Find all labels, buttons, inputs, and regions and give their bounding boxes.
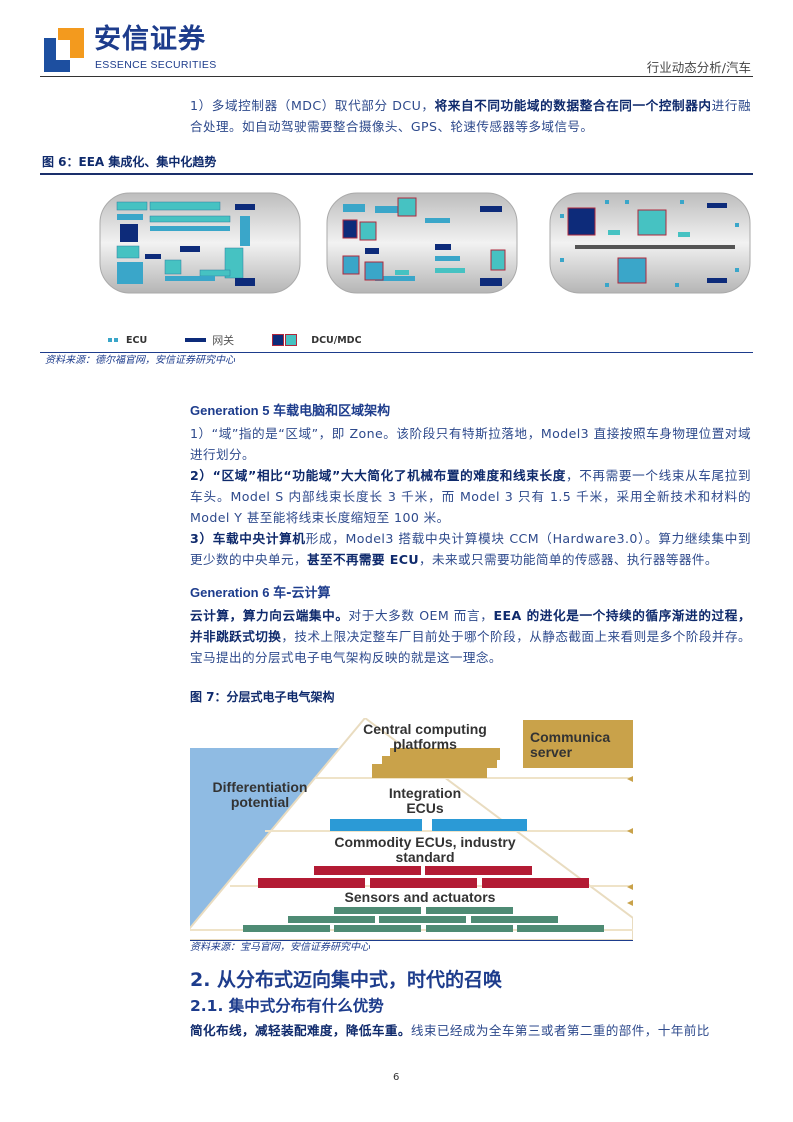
text: 进行融合处理。如自动驾驶需要整合摄像头、GPS、轮速传感器等多域信号。	[190, 98, 752, 134]
heading-en: Generation 5	[190, 403, 270, 418]
central-platform-blocks	[372, 748, 500, 778]
label-commodity: Commodity ECUs, industry standard	[334, 834, 516, 865]
figure7-source: 资料来源：宝马官网，安信证券研究中心	[190, 942, 370, 953]
heading-cn: 车-云计算	[273, 586, 331, 601]
label-integration: Integration ECUs	[388, 785, 462, 816]
header-section: 行业动态分析/汽车	[646, 60, 751, 75]
section2-paragraph: 简化布线，减轻装配难度，降低车重。线束已经成为全车第三或者第二重的部件，十年前比	[190, 1020, 751, 1041]
figure7-pyramid: Central computing platforms Communica se…	[190, 718, 633, 940]
gen5-paragraph-1: 1）“域”指的是“区域”，即 Zone。该阶段只有特斯拉落地，Model3 直接…	[190, 423, 751, 465]
text: 对于大多数 OEM 而言，	[348, 608, 494, 623]
communication-server-box	[523, 720, 633, 768]
text: ，未来或只需要功能简单的传感器、执行器等器件。	[418, 552, 718, 567]
car-generation-1	[99, 192, 301, 294]
page-number: 6	[393, 1072, 400, 1083]
mdc-swatch-icon	[285, 334, 298, 346]
bold-text: 3）车载中央计算机	[190, 531, 306, 546]
sensor-actuator-blocks	[243, 907, 604, 932]
figure7-bottom-rule	[190, 940, 633, 941]
text: 1）多域控制器（MDC）取代部分 DCU，	[190, 98, 435, 113]
label-communication: Communica server	[530, 729, 611, 760]
generations-section: Generation 5 车载电脑和区域架构 1）“域”指的是“区域”，即 Zo…	[190, 402, 751, 668]
bold-text: 2）“区域”相比“功能域”大大简化了机械布置的难度和线束长度	[190, 468, 566, 483]
car-generation-3	[549, 192, 751, 294]
legend-label: ECU	[126, 334, 148, 346]
text: 1）“域”指的是“区域”，即 Zone。该阶段只有特斯拉落地，Model3 直接…	[190, 426, 751, 462]
commodity-ecu-blocks	[258, 866, 589, 888]
figure6-legend: ECU 网关 DCU/MDC	[108, 332, 362, 348]
integration-ecu-blocks	[330, 819, 527, 831]
figure6-source: 资料来源：德尔福官网，安信证券研究中心	[45, 355, 235, 366]
text: ，技术上限决定整车厂目前处于哪个阶段，从静态截面上来看则是多个阶段并存。宝马提出…	[190, 629, 751, 665]
figure6-rule	[40, 173, 753, 175]
label-sensors: Sensors and actuators	[344, 889, 496, 905]
logo	[44, 28, 84, 72]
figure7-title: 图 7：分层式电子电气架构	[190, 690, 335, 704]
legend-dcu-mdc: DCU/MDC	[272, 332, 362, 348]
gen6-paragraph: 云计算，算力向云端集中。对于大多数 OEM 而言，EEA 的进化是一个持续的循序…	[190, 605, 751, 668]
logo-text-cn: 安信证券	[94, 24, 206, 55]
text: 形成，Model3 搭载中央计算模块 CCM（Hardware3.0）。算力继续…	[190, 531, 752, 567]
section2-1-heading: 2.1. 集中式分布有什么优势	[190, 997, 384, 1015]
arrow-icons	[627, 776, 633, 906]
gen5-heading: Generation 5 车载电脑和区域架构	[190, 402, 751, 421]
section2: 2. 从分布式迈向集中式，时代的召唤 2.1. 集中式分布有什么优势 简化布线，…	[190, 968, 751, 1041]
figure6-cars	[99, 192, 751, 294]
logo-text-en: ESSENCE SECURITIES	[95, 59, 217, 71]
bold-text: 将来自不同功能域的数据整合在同一个控制器内	[434, 98, 712, 113]
header-rule	[40, 76, 753, 77]
figure6-bottom-rule	[40, 352, 753, 353]
gen5-paragraph-3: 3）车载中央计算机形成，Model3 搭载中央计算模块 CCM（Hardware…	[190, 528, 751, 570]
intro-paragraph: 1）多域控制器（MDC）取代部分 DCU，将来自不同功能域的数据整合在同一个控制…	[190, 95, 751, 137]
gen5-paragraph-2: 2）“区域”相比“功能域”大大简化了机械布置的难度和线束长度，不再需要一个线束从…	[190, 465, 751, 528]
legend-ecu: ECU	[108, 332, 147, 348]
bold-text: 云计算，算力向云端集中。	[190, 608, 349, 623]
car-generation-2	[326, 192, 518, 294]
text: ，不再需要一个线束从车尾拉到车头。Model S 内部线束长度长 3 千米，而 …	[190, 468, 751, 525]
text: 线束已经成为全车第三或者第二重的部件，十年前比	[410, 1023, 710, 1038]
dcu-swatch-icon	[272, 334, 285, 346]
label-central: Central computing platforms	[363, 721, 487, 752]
section2-heading: 2. 从分布式迈向集中式，时代的召唤	[190, 969, 503, 991]
figure6-title: 图 6：EEA 集成化、集中化趋势	[42, 155, 217, 169]
logo-mark-icon	[44, 28, 84, 72]
gateway-swatch-icon	[185, 338, 207, 342]
gen6-heading: Generation 6 车-云计算	[190, 584, 751, 603]
heading-en: Generation 6	[190, 585, 270, 600]
label-differentiation: Differentiation potential	[212, 779, 308, 810]
bold-text: EEA 的进化是一个持续的循序渐进的过程，并非跳跃式切换	[190, 608, 751, 644]
legend-label: DCU/MDC	[311, 334, 362, 346]
bold-text: 简化布线，减轻装配难度，降低车重。	[190, 1023, 411, 1038]
ecu-swatch-icon	[108, 338, 112, 342]
heading-cn: 车载电脑和区域架构	[273, 404, 391, 419]
legend-label: 网关	[212, 334, 235, 347]
bold-text: 甚至不再需要 ECU	[306, 552, 419, 567]
legend-gateway: 网关	[185, 332, 234, 348]
